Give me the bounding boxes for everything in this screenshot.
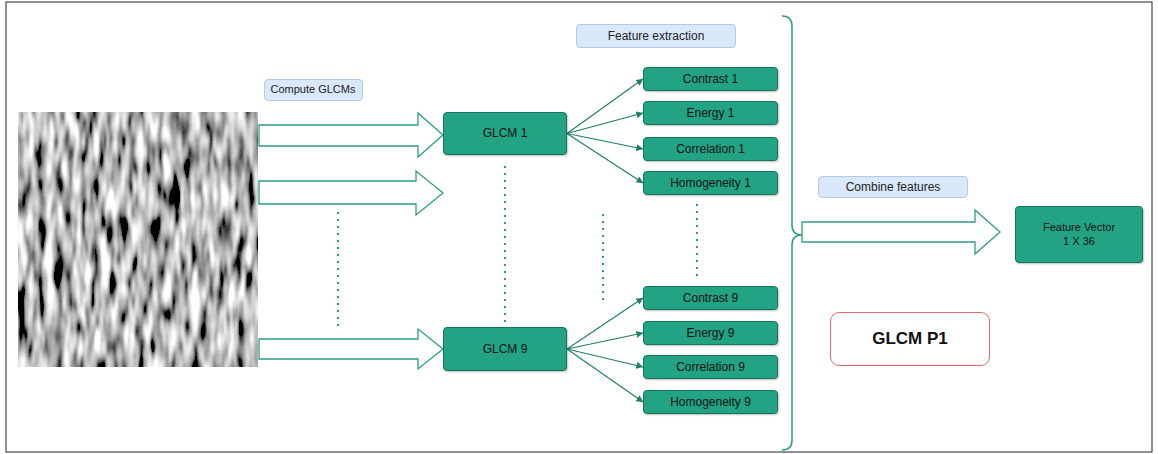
- node-text: Contrast 1: [683, 72, 738, 86]
- node-text: Contrast 9: [683, 291, 738, 305]
- dotted-line: [696, 204, 698, 276]
- curly-brace: [782, 16, 802, 450]
- output-box: Feature Vector 1 X 36: [1015, 206, 1143, 263]
- node-text: Feature Vector 1 X 36: [1039, 221, 1119, 247]
- matrix-box: GLCM 1: [443, 112, 567, 155]
- node-text: Compute GLCMs: [271, 83, 356, 96]
- node-text: Correlation 1: [676, 142, 745, 156]
- node-text: Correlation 9: [676, 360, 745, 374]
- connector-arrow: [567, 333, 643, 349]
- node-text: Energy 9: [686, 326, 734, 340]
- step-label: Combine features: [818, 176, 968, 198]
- connector-arrow: [567, 349, 643, 402]
- feature-box: Contrast 9: [643, 286, 778, 310]
- hollow-arrow: [259, 113, 443, 157]
- feature-box: Homogeneity 1: [643, 171, 778, 195]
- node-text: Homogeneity 9: [670, 395, 751, 409]
- connector-arrow: [567, 134, 643, 184]
- connector-arrow: [567, 349, 643, 367]
- connector-arrow: [567, 79, 643, 134]
- connector-arrow: [567, 113, 643, 134]
- dotted-line: [504, 166, 506, 322]
- node-text: GLCM 9: [483, 342, 528, 356]
- feature-box: Energy 9: [643, 321, 778, 345]
- feature-box: Energy 1: [643, 101, 778, 125]
- dotted-line: [337, 212, 339, 326]
- node-text: GLCM P1: [872, 329, 948, 349]
- feature-box: Contrast 1: [643, 67, 778, 91]
- frame: [6, 2, 1152, 452]
- hollow-arrow: [259, 171, 443, 215]
- hollow-arrow: [802, 210, 1000, 254]
- matrix-box: GLCM 9: [443, 327, 567, 371]
- node-text: Combine features: [846, 180, 941, 194]
- node-text: GLCM 1: [483, 126, 528, 140]
- connector-arrow: [567, 298, 643, 349]
- step-label: Feature extraction: [576, 24, 736, 48]
- title-box: GLCM P1: [830, 312, 990, 366]
- feature-box: Homogeneity 9: [643, 390, 778, 414]
- node-text: Feature extraction: [608, 29, 705, 43]
- node-text: Energy 1: [686, 106, 734, 120]
- feature-box: Correlation 9: [643, 355, 778, 379]
- dotted-line: [602, 214, 604, 300]
- hollow-arrow: [259, 329, 443, 369]
- texture-image: [18, 112, 258, 367]
- step-label: Compute GLCMs: [264, 79, 363, 101]
- node-text: Homogeneity 1: [670, 176, 751, 190]
- feature-box: Correlation 1: [643, 137, 778, 161]
